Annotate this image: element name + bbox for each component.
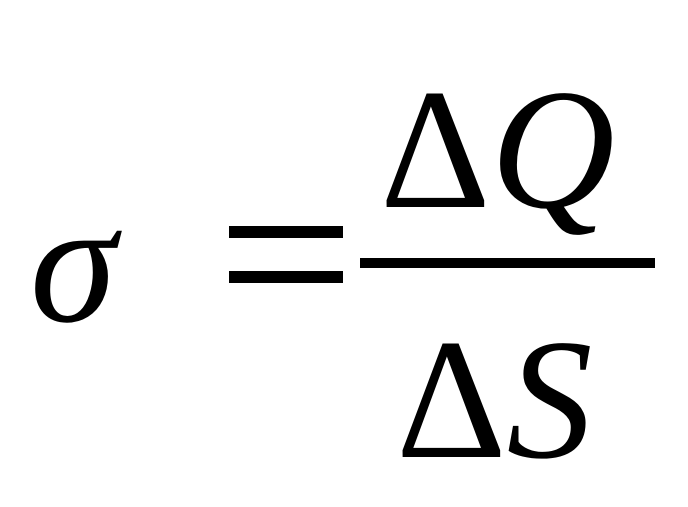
numerator: Δ Q [380,28,615,246]
equals-top-bar [229,226,343,238]
fraction-bar [360,258,655,268]
denominator-variable: S [506,305,593,496]
denominator: Δ S [396,305,593,496]
numerator-variable: Q [490,55,615,246]
equals-bottom-bar [229,271,343,283]
denominator-delta: Δ [396,305,507,496]
numerator-delta: Δ [380,55,491,246]
sigma-symbol: σ [30,165,117,359]
